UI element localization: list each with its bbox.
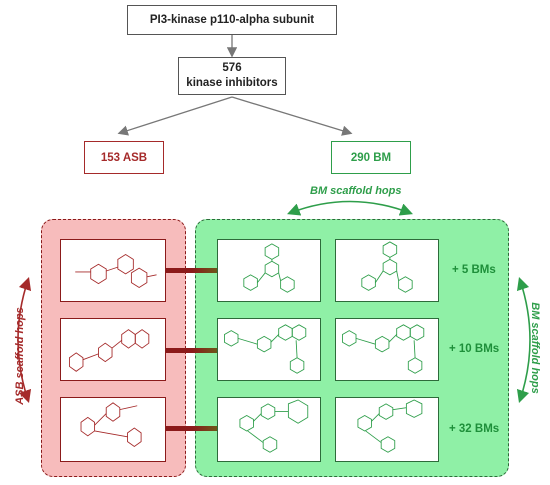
molecule-structure-icon [357,399,423,453]
bm-molecule-3a [217,397,321,462]
row-2-increment: + 10 BMs [449,343,500,355]
asb-molecule-3 [60,397,166,462]
row-3-increment: + 32 BMs [449,423,500,435]
molecule-structure-icon [68,329,150,372]
molecule-structure-icon [75,254,157,288]
bm-side-hop-arrow [516,276,531,404]
molecule-structure-icon [224,324,307,374]
asb-bm-connector-1 [166,268,218,273]
molecule-structure-icon [80,402,142,447]
target-label: PI3-kinase p110-alpha subunit [149,14,315,26]
asb-label: 153 ASB [100,151,148,164]
inhibitor-count: 576 [222,62,242,74]
row-1-increment: + 5 BMs [452,264,496,276]
molecule-structure-icon [361,241,413,293]
bm-top-hops-label: BM scaffold hops [310,185,402,197]
bm-molecule-1a [217,239,321,302]
molecule-structure-icon [239,399,309,453]
arrow-count-to-bm [231,96,353,136]
asb-side-hops-label: ASB scaffold hops [14,307,26,405]
bm-node: 290 BM [331,141,411,174]
asb-bm-connector-2 [166,348,218,353]
bm-molecule-2a [217,318,321,381]
bm-molecule-3b [335,397,439,462]
molecule-structure-icon [342,324,425,374]
asb-node: 153 ASB [84,141,164,174]
asb-bm-connector-3 [166,426,218,431]
molecule-structure-icon [243,243,295,293]
asb-molecule-2 [60,318,166,381]
asb-side-hop-arrow [17,276,32,404]
asb-molecule-1 [60,239,166,302]
bm-label: 290 BM [350,151,392,164]
bm-molecule-1b [335,239,439,302]
inhibitor-count-node: 576 kinase inhibitors [178,57,286,95]
arrow-count-to-asb [117,96,233,136]
bm-top-hop-arrow [287,200,413,216]
bm-side-hops-label: BM scaffold hops [529,302,541,394]
inhibitor-label: kinase inhibitors [186,77,278,89]
target-node: PI3-kinase p110-alpha subunit [127,5,337,35]
bm-molecule-2b [335,318,439,381]
